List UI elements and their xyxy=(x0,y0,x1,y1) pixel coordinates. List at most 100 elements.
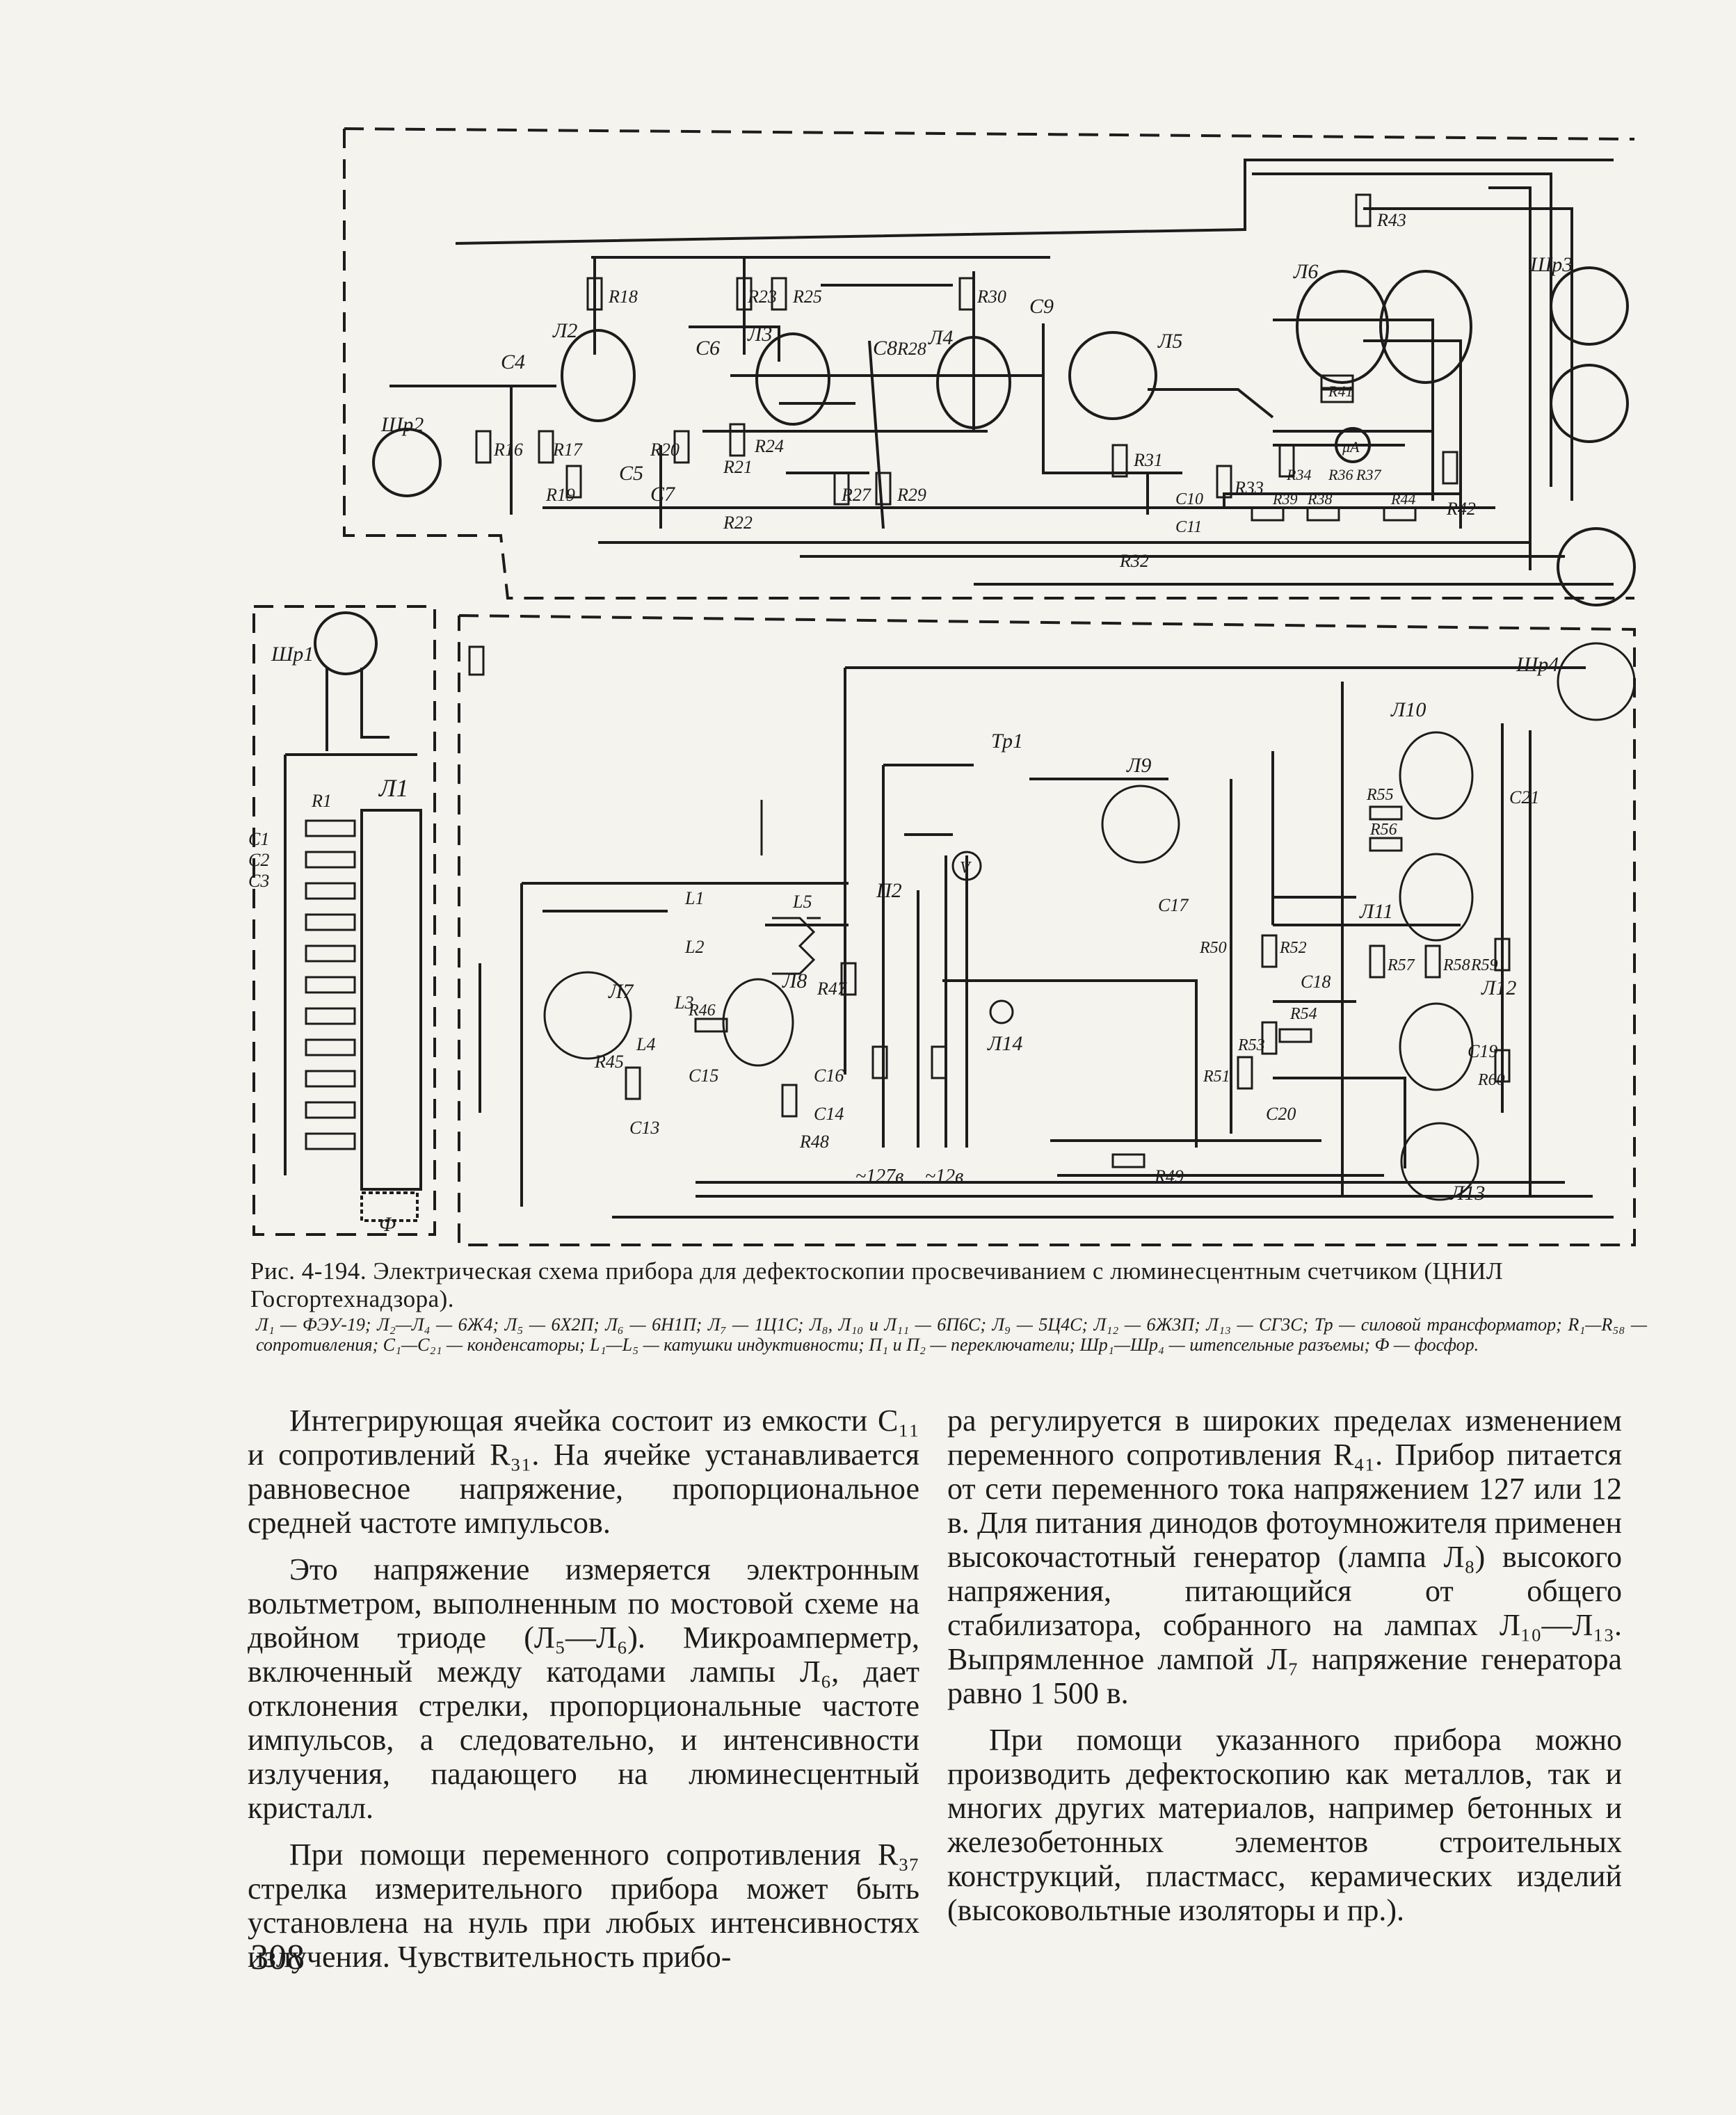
text-column-right: ра регулируется в широких пределах измен… xyxy=(947,1404,1622,1940)
top-connectors xyxy=(372,266,1636,606)
label-l10: Л10 xyxy=(1390,698,1426,721)
label-c7: C7 xyxy=(650,483,676,506)
label-ac12: ~12в xyxy=(925,1166,963,1187)
label-l7: Л7 xyxy=(608,980,634,1003)
label-r31: R31 xyxy=(1133,450,1163,470)
label-c5: C5 xyxy=(619,462,643,485)
label-c4: C4 xyxy=(501,351,525,373)
label-r36: R36 xyxy=(1328,466,1353,483)
label-c1: C1 xyxy=(248,829,269,849)
label-r51: R51 xyxy=(1203,1068,1230,1086)
label-r27: R27 xyxy=(841,485,871,505)
label-c17: C17 xyxy=(1158,895,1189,915)
label-shr4: Шр4 xyxy=(1516,653,1559,676)
label-phi: Ф xyxy=(379,1213,396,1236)
label-r16: R16 xyxy=(493,440,523,460)
label-c21: C21 xyxy=(1509,787,1539,807)
label-r38: R38 xyxy=(1307,490,1332,508)
label-c19: C19 xyxy=(1468,1041,1497,1061)
label-r24: R24 xyxy=(754,436,784,456)
label-l1: Л1 xyxy=(378,774,408,802)
label-r32: R32 xyxy=(1119,551,1149,571)
label-r34: R34 xyxy=(1286,466,1311,483)
label-r44: R44 xyxy=(1390,490,1415,508)
label-ll4: L4 xyxy=(636,1034,655,1054)
label-r19: R19 xyxy=(545,485,575,505)
label-r50: R50 xyxy=(1199,939,1227,957)
label-r53: R53 xyxy=(1237,1036,1265,1054)
paragraph: Интегрирующая ячейка состоит из емкости … xyxy=(248,1404,919,1540)
label-r21: R21 xyxy=(723,457,753,477)
label-r33: R33 xyxy=(1234,478,1264,498)
label-c2: C2 xyxy=(248,850,269,870)
label-l13: Л13 xyxy=(1449,1182,1485,1205)
label-r20: R20 xyxy=(650,440,680,460)
paragraph: ра регулируется в широких пределах измен… xyxy=(947,1404,1622,1710)
label-r22: R22 xyxy=(723,513,753,533)
label-c3: C3 xyxy=(248,871,269,891)
label-r29: R29 xyxy=(897,485,926,505)
label-r17: R17 xyxy=(552,440,583,460)
label-p2: П2 xyxy=(876,879,902,902)
paragraph: При помощи указанного прибора можно прои… xyxy=(947,1723,1622,1927)
label-r37: R37 xyxy=(1356,466,1381,483)
label-r59: R59 xyxy=(1470,956,1498,974)
divider-ladder xyxy=(305,819,356,1150)
label-r46: R46 xyxy=(688,1002,716,1020)
label-shr3: Шр3 xyxy=(1529,253,1573,276)
label-r30: R30 xyxy=(976,287,1006,307)
bottom-board-wiring xyxy=(479,666,1614,1219)
top-tubes xyxy=(561,270,1472,429)
label-l11: Л11 xyxy=(1359,900,1393,923)
label-r54: R54 xyxy=(1289,1005,1317,1023)
label-r28: R28 xyxy=(897,339,926,359)
label-r49: R49 xyxy=(1154,1166,1184,1187)
bottom-components xyxy=(468,642,1636,1201)
top-board-wiring xyxy=(389,159,1614,586)
label-l2: Л2 xyxy=(552,319,577,342)
label-l6: Л6 xyxy=(1293,260,1318,283)
label-ll1: L1 xyxy=(684,888,704,908)
figure-number: Рис. 4-194. xyxy=(250,1257,367,1285)
label-r43: R43 xyxy=(1376,210,1406,230)
label-ll3: L3 xyxy=(674,992,693,1013)
label-c6: C6 xyxy=(696,337,720,360)
label-l5: Л5 xyxy=(1157,330,1182,353)
label-l8: Л8 xyxy=(782,970,807,992)
figure-legend: Л₁ — ФЭУ-19; Л₂—Л₄ — 6Ж4; Л₅ — 6Х2П; Л₆ … xyxy=(256,1314,1647,1355)
label-r58: R58 xyxy=(1442,956,1470,974)
label-shr2: Шр2 xyxy=(380,413,424,436)
label-c10: C10 xyxy=(1175,490,1203,508)
dashed-enclosures xyxy=(252,127,1636,1246)
label-c20: C20 xyxy=(1266,1104,1296,1124)
label-c9: C9 xyxy=(1029,295,1054,318)
label-l9: Л9 xyxy=(1126,754,1151,777)
label-shr1: Шр1 xyxy=(271,643,314,666)
top-resistors xyxy=(475,193,1458,522)
label-l14: Л14 xyxy=(987,1032,1022,1055)
label-c18: C18 xyxy=(1301,972,1331,992)
label-r41: R41 xyxy=(1328,383,1353,400)
label-r56: R56 xyxy=(1369,821,1397,839)
paragraph: При помощи переменного сопротивления R₃₇… xyxy=(248,1837,919,1974)
label-c15: C15 xyxy=(689,1065,718,1086)
label-ll2: L2 xyxy=(684,937,704,957)
label-c8: C8 xyxy=(873,337,897,360)
label-l3: Л3 xyxy=(747,323,772,346)
figure-caption: Рис. 4-194. Электрическая схема прибора … xyxy=(250,1257,1641,1313)
label-r25: R25 xyxy=(792,287,822,307)
figure-title: Электрическая схема прибора для дефектос… xyxy=(250,1257,1504,1312)
label-r23: R23 xyxy=(747,287,777,307)
label-r18: R18 xyxy=(608,287,638,307)
label-c13: C13 xyxy=(629,1118,659,1138)
label-r1: R1 xyxy=(311,791,332,811)
text-column-left: Интегрирующая ячейка состоит из емкости … xyxy=(248,1404,919,1986)
label-microammeter: μA xyxy=(1342,438,1360,456)
label-r57: R57 xyxy=(1387,956,1415,974)
label-r47: R47 xyxy=(817,979,847,999)
label-r45: R45 xyxy=(594,1052,624,1072)
label-r39: R39 xyxy=(1272,490,1297,508)
label-ll5: L5 xyxy=(792,892,812,912)
label-l4: Л4 xyxy=(928,326,953,349)
